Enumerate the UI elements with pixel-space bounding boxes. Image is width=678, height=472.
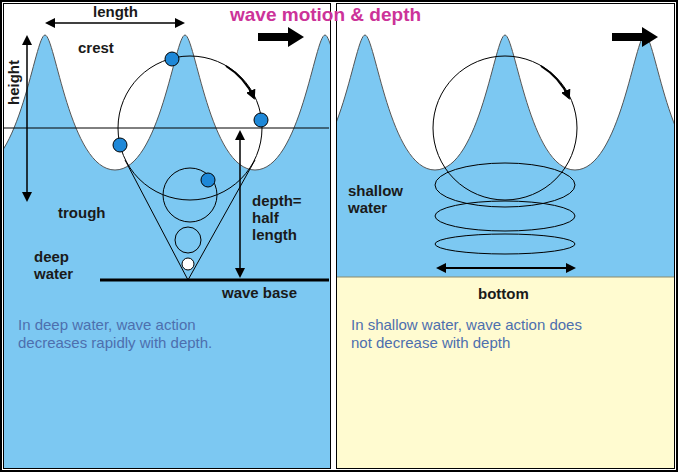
wave-surface [3,35,330,170]
orbit-circle [182,258,194,270]
orbit-ellipse [435,234,575,254]
direction-arrow [612,27,658,47]
trough-label: trough [58,204,105,221]
height-label: height [5,60,22,105]
wave-surface [336,35,674,170]
diagram-title: wave motion & depth [230,4,421,26]
orbit-ellipse [435,201,575,231]
water-particle [254,113,268,127]
panel-caption: In deep water, wave action decreases rap… [18,316,258,352]
sea-bottom [336,277,674,469]
depth-arrow [239,132,241,276]
orbit-circle [163,168,217,222]
bottom-line [336,277,674,278]
depth-label: depth= half length [252,192,314,243]
shallow-water-panel: In shallow water, wave action does not d… [336,3,675,469]
shallow-water-fill [336,35,674,277]
cone-line [188,160,255,280]
wave-base-line [100,279,329,282]
wave-base-label: wave base [222,284,297,301]
deep-water-label: deep water [34,248,90,282]
direction-arrow [258,27,304,47]
water-particle [165,52,179,66]
height-arrow [26,37,28,200]
bottom-label: bottom [478,285,529,302]
length-label: length [93,3,138,20]
still-water-line [4,128,329,129]
orbit-circle [433,56,577,200]
orbit-ellipse [435,163,575,207]
rotation-arrow [541,66,569,98]
shallow-water-label: shallow water [348,182,420,216]
bottom-motion-arrow [438,267,574,269]
length-arrow [47,22,183,24]
orbit-circle [175,227,201,253]
panel-caption: In shallow water, wave action does not d… [351,316,583,352]
water-particle [113,138,127,152]
water-particle [201,173,215,187]
deep-water-fill [3,35,330,469]
crest-label: crest [78,39,114,56]
rotation-arrow [226,66,254,98]
